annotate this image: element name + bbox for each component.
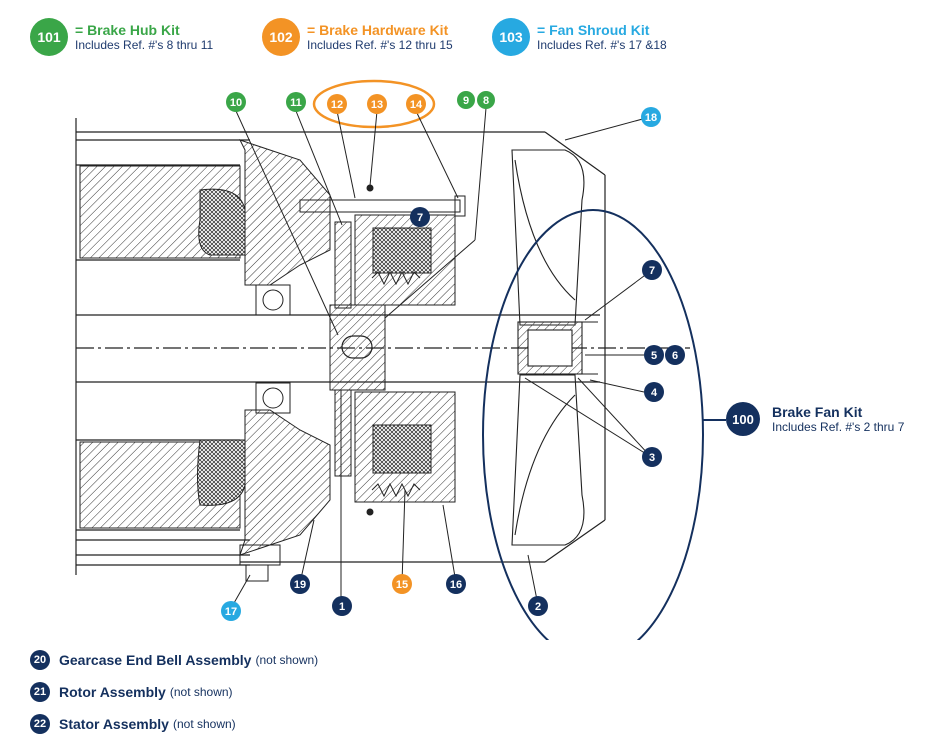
callout-7-top: 7 <box>410 207 430 227</box>
svg-text:12: 12 <box>331 99 343 111</box>
kit-102-subtitle: Includes Ref. #'s 12 thru 15 <box>307 38 453 52</box>
callout-7-fan: 7 <box>642 260 662 280</box>
end-bell <box>239 139 331 286</box>
svg-text:9: 9 <box>463 95 469 107</box>
kit-101-title: = Brake Hub Kit <box>75 22 180 38</box>
end-bell-lower <box>239 409 331 556</box>
legend-note-21: (not shown) <box>169 685 233 699</box>
legend-item-20: 20 Gearcase End Bell Assembly (not shown… <box>30 650 318 670</box>
mounting-bolt <box>299 184 466 516</box>
svg-text:15: 15 <box>396 579 408 591</box>
callout-12: 12 <box>327 94 347 114</box>
svg-text:7: 7 <box>417 212 423 224</box>
kit-101-subtitle: Includes Ref. #'s 8 thru 11 <box>75 38 214 52</box>
callout-8: 8 <box>477 91 495 109</box>
callout-16: 16 <box>446 574 466 594</box>
leader-lines <box>229 107 653 611</box>
brake-hub <box>329 304 386 391</box>
kit-103-badge: 103 <box>492 18 530 56</box>
winding-bottom <box>197 439 246 506</box>
callout-15: 15 <box>392 574 412 594</box>
callout-4: 4 <box>644 382 664 402</box>
legend-badge-20: 20 <box>30 650 50 670</box>
callout-9: 9 <box>457 91 475 109</box>
kit-100-badge: 100 <box>726 402 760 436</box>
svg-text:3: 3 <box>649 452 655 464</box>
kit-102-badge: 102 <box>262 18 300 56</box>
callout-3: 3 <box>642 447 662 467</box>
svg-text:2: 2 <box>535 601 541 613</box>
callout-18: 18 <box>641 107 661 127</box>
svg-text:4: 4 <box>651 387 658 399</box>
kit-100-subtitle: Includes Ref. #'s 2 thru 7 <box>772 420 905 434</box>
callout-19: 19 <box>290 574 310 594</box>
svg-text:17: 17 <box>225 606 237 618</box>
brake-assembly-diagram: 10 11 12 13 14 9 8 18 7 7 5 6 4 3 2 19 1… <box>75 79 726 640</box>
callout-2: 2 <box>528 596 548 616</box>
kit-101-badge: 101 <box>30 18 68 56</box>
svg-text:13: 13 <box>371 99 383 111</box>
coil-bottom <box>372 424 432 474</box>
callout-14: 14 <box>406 94 426 114</box>
kit-100-title: Brake Fan Kit <box>772 404 863 420</box>
shroud-bolt <box>239 544 281 582</box>
legend-note-22: (not shown) <box>172 717 236 731</box>
hardware-kit-ellipse <box>312 79 436 129</box>
kit-103: 103 = Fan Shroud Kit Includes Ref. #'s 1… <box>492 18 667 56</box>
kit-103-subtitle: Includes Ref. #'s 17 &18 <box>537 38 667 52</box>
svg-text:19: 19 <box>294 579 306 591</box>
kit-101: 101 = Brake Hub Kit Includes Ref. #'s 8 … <box>30 18 213 56</box>
callout-6: 6 <box>665 345 685 365</box>
fan <box>511 149 598 546</box>
svg-text:10: 10 <box>230 97 242 109</box>
kit-100: 100 Brake Fan Kit Includes Ref. #'s 2 th… <box>726 402 904 436</box>
kit-102-title: = Brake Hardware Kit <box>307 22 449 38</box>
svg-text:8: 8 <box>483 95 489 107</box>
svg-text:16: 16 <box>450 579 462 591</box>
callout-5: 5 <box>644 345 664 365</box>
svg-text:6: 6 <box>672 350 678 362</box>
legend-note-20: (not shown) <box>255 653 319 667</box>
friction-disc-top <box>334 221 352 309</box>
callout-13: 13 <box>367 94 387 114</box>
legend-name-20: Gearcase End Bell Assembly <box>59 652 252 668</box>
winding-top <box>198 188 246 256</box>
legend-item-21: 21 Rotor Assembly (not shown) <box>30 682 233 702</box>
callout-10: 10 <box>226 92 246 112</box>
svg-text:1: 1 <box>339 601 345 613</box>
legend-name-21: Rotor Assembly <box>59 684 166 700</box>
kit-103-title: = Fan Shroud Kit <box>537 22 650 38</box>
friction-disc-bottom <box>334 389 352 477</box>
fan-kit-ellipse <box>482 209 704 640</box>
spring-top <box>371 270 421 286</box>
bearing-top <box>255 284 291 316</box>
legend-name-22: Stator Assembly <box>59 716 169 732</box>
legend-badge-21: 21 <box>30 682 50 702</box>
svg-text:18: 18 <box>645 112 657 124</box>
legend-item-22: 22 Stator Assembly (not shown) <box>30 714 236 734</box>
coil-top <box>372 227 432 274</box>
callout-1: 1 <box>332 596 352 616</box>
svg-text:7: 7 <box>649 265 655 277</box>
svg-text:14: 14 <box>410 99 423 111</box>
svg-text:5: 5 <box>651 350 657 362</box>
callout-17: 17 <box>221 601 241 621</box>
svg-text:11: 11 <box>290 97 302 109</box>
callout-11: 11 <box>286 92 306 112</box>
kit-102: 102 = Brake Hardware Kit Includes Ref. #… <box>262 18 453 56</box>
spring-bottom <box>371 482 421 498</box>
legend-badge-22: 22 <box>30 714 50 734</box>
bearing-bottom <box>255 382 291 414</box>
